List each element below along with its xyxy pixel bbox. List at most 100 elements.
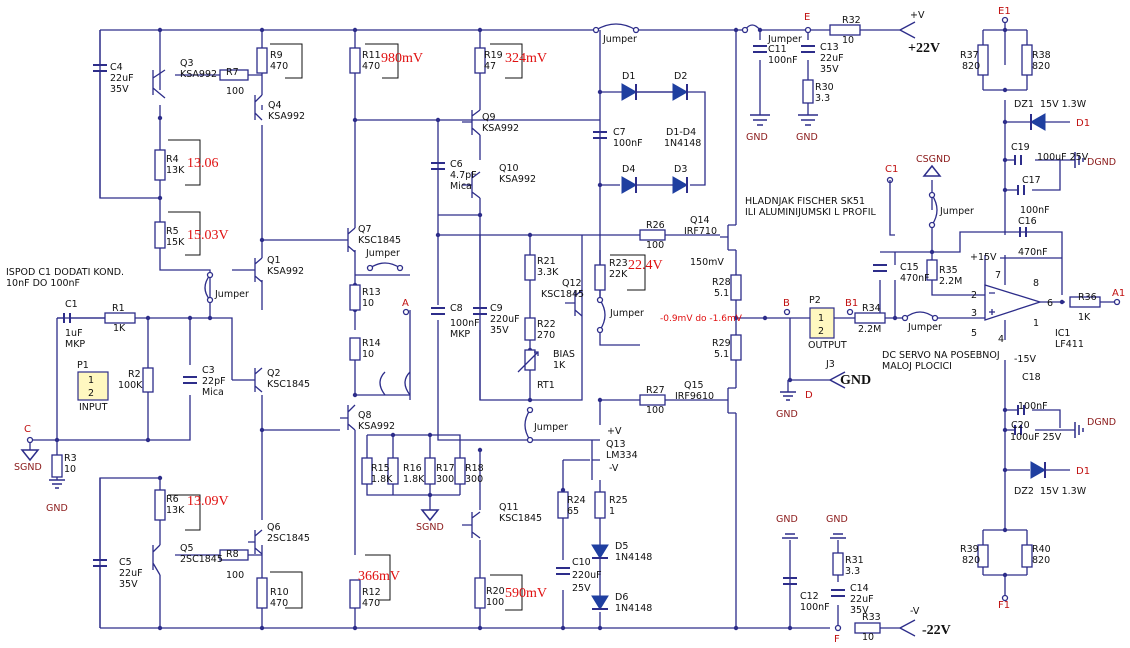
label-components-opamp_pins-1: -15V xyxy=(1014,354,1037,365)
label-components-r11-1: 470 xyxy=(362,61,380,72)
label-components-q4-1: KSA992 xyxy=(268,111,305,122)
label-nets-A: A xyxy=(402,298,409,309)
label-components-rt1-1: 1K xyxy=(553,360,566,371)
label-components-r32-1: 10 xyxy=(842,35,854,46)
label-components-c6-2: Mica xyxy=(450,181,472,192)
label-components-c4-1: 22uF xyxy=(110,73,134,84)
label-components-opamp_pins-3: 8 xyxy=(1033,278,1039,289)
label-components-r14-0: R14 xyxy=(362,338,381,349)
label-components-c7-1: 100nF xyxy=(613,138,643,149)
label-components-opamp_pins-0: +15V xyxy=(970,252,997,263)
label-components-q1-0: Q1 xyxy=(267,255,281,266)
label-components-r39-0: R39 xyxy=(960,544,979,555)
label-components-c14-1: 22uF xyxy=(850,594,874,605)
label-components-p2-1: 1 xyxy=(818,313,824,324)
label-components-c15-1: 470nF xyxy=(900,273,930,284)
label-nets-C1: C1 xyxy=(885,164,898,175)
label-components-c3-0: C3 xyxy=(202,365,215,376)
label-notes-bias_current: 150mV xyxy=(690,257,724,268)
label-components-c3-2: Mica xyxy=(202,387,224,398)
label-components-r22-0: R22 xyxy=(537,319,556,330)
label-components-r3-0: R3 xyxy=(64,453,77,464)
label-components-p2-3: OUTPUT xyxy=(808,340,847,351)
label-components-c6-1: 4.7pF xyxy=(450,170,477,181)
label-components-opamp_pins-9: 4 xyxy=(998,334,1004,345)
label-components-q2-1: KSC1845 xyxy=(267,379,310,390)
label-components-r3-1: 10 xyxy=(64,464,76,475)
label-components-dz2-1: 15V 1.3W xyxy=(1040,486,1087,497)
label-components-c14-0: C14 xyxy=(850,583,869,594)
label-components-r18-0: R18 xyxy=(465,463,484,474)
label-components-p1-1: 1 xyxy=(88,375,94,386)
label-components-r7-1: 100 xyxy=(226,86,244,97)
label-nets-sgnd: SGND xyxy=(14,462,42,473)
label-components-r20-1: 100 xyxy=(486,597,504,608)
label-components-q3-1: KSA992 xyxy=(180,69,217,80)
label-measurements-r4: 13.06 xyxy=(187,156,219,171)
label-components-c16-1: 470nF xyxy=(1018,247,1048,258)
label-components-r28-0: R28 xyxy=(712,277,731,288)
label-components-c8-1: 100nF xyxy=(450,318,480,329)
label-nets-dgnd: DGND xyxy=(1087,417,1116,428)
label-components-c11-1: 100nF xyxy=(768,55,798,66)
label-components-q9-1: KSA992 xyxy=(482,123,519,134)
label-nets-gnd: GND xyxy=(46,503,68,514)
label-nets-F1: F1 xyxy=(998,600,1010,611)
label-components-q12-0: Q12 xyxy=(562,278,582,289)
label-components-r33-0: R33 xyxy=(862,612,881,623)
label-components-d1: D1 xyxy=(622,71,635,82)
label-measurements-r11: 980mV xyxy=(381,51,423,66)
label-components-c5-0: C5 xyxy=(119,557,132,568)
label-components-r6-0: R6 xyxy=(166,494,179,505)
label-components-q6-1: 2SC1845 xyxy=(267,533,310,544)
label-nets-gnd: GND xyxy=(776,514,798,525)
label-header-minus_rail: -V xyxy=(910,606,920,617)
label-components-p1-2: 2 xyxy=(88,388,94,399)
label-components-dz1-1: 15V 1.3W xyxy=(1040,99,1087,110)
label-components-q13-3: -V xyxy=(609,463,619,474)
label-components-r9-0: R9 xyxy=(270,50,283,61)
label-nets-E1: E1 xyxy=(998,6,1011,17)
label-nets-dgnd: DGND xyxy=(1087,157,1116,168)
schematic-wires xyxy=(29,20,1115,629)
label-components-q5-0: Q5 xyxy=(180,543,194,554)
label-components-r39-1: 820 xyxy=(962,555,980,566)
label-nets-F: F xyxy=(834,634,840,645)
label-notes-dc_servo_line2: MALOJ PLOCICI xyxy=(882,361,952,372)
label-components-r34-1: 2.2M xyxy=(858,324,881,335)
label-components-c10-2: 25V xyxy=(572,583,591,594)
label-components-c9-0: C9 xyxy=(490,303,503,314)
label-components-p1-3: INPUT xyxy=(79,402,108,413)
label-components-r24-0: R24 xyxy=(567,495,586,506)
label-measurements-r5: 15.03V xyxy=(187,228,229,243)
label-components-p2-0: P2 xyxy=(809,295,821,306)
ground-symbols xyxy=(20,114,1084,539)
label-components-r40-0: R40 xyxy=(1032,544,1051,555)
label-measurements-r19: 324mV xyxy=(505,51,547,66)
label-components-r1-1: 1K xyxy=(113,323,126,334)
label-components-c20-0: C20 xyxy=(1011,420,1030,431)
label-nets-D1: D1 xyxy=(1076,466,1090,477)
label-measurements-r20: 590mV xyxy=(505,586,547,601)
label-jumper_label: Jumper xyxy=(939,206,974,217)
label-components-r24-1: 65 xyxy=(567,506,579,517)
label-components-q8-0: Q8 xyxy=(358,410,372,421)
label-notes-c1_note_line1: ISPOD C1 DODATI KOND. xyxy=(6,267,124,278)
label-components-d4: D4 xyxy=(622,164,635,175)
label-components-c17-0: C17 xyxy=(1022,175,1041,186)
label-jumper_label: Jumper xyxy=(214,289,249,300)
label-nets-E: E xyxy=(804,12,810,23)
label-components-c5-2: 35V xyxy=(119,579,138,590)
label-components-q7-1: KSC1845 xyxy=(358,235,401,246)
label-components-r37-1: 820 xyxy=(962,61,980,72)
label-components-r25-1: 1 xyxy=(609,506,615,517)
label-nets-A1: A1 xyxy=(1112,288,1125,299)
resistor-bodies xyxy=(51,24,1101,634)
label-components-q4-0: Q4 xyxy=(268,100,282,111)
label-components-r18-1: 300 xyxy=(465,474,483,485)
label-components-d5-0: D5 xyxy=(615,541,628,552)
label-components-r12-0: R12 xyxy=(362,587,381,598)
label-components-r32-0: R32 xyxy=(842,15,861,26)
label-notes-dc_servo_line1: DC SERVO NA POSEBNOJ xyxy=(882,350,1000,361)
